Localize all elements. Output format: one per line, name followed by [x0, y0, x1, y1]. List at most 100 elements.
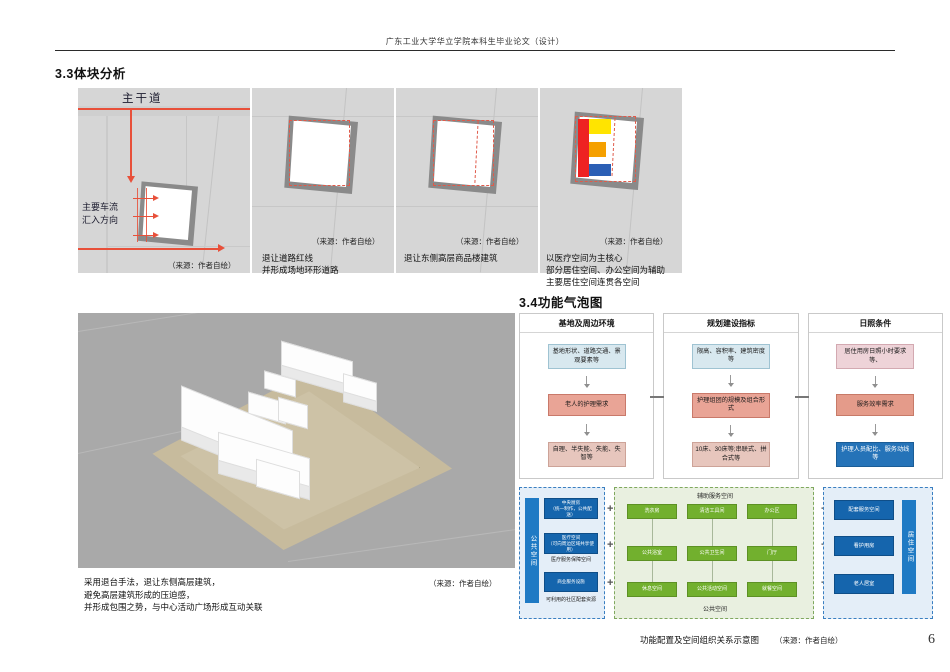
flow-box: 护理人员配比、服务动线等	[836, 441, 915, 467]
header-divider	[55, 50, 895, 51]
road-arrow-top	[78, 108, 250, 110]
page-number: 6	[928, 632, 935, 647]
plus-icon: +	[607, 503, 614, 515]
bubble-box-public-toilet: 公共卫生间	[687, 546, 737, 561]
bubble-box-rest-space: 休息空间	[627, 582, 677, 597]
bubble-box-nursing-room: 看护用房	[834, 536, 894, 556]
flow-link-2	[795, 396, 809, 398]
building-footprint-inner	[433, 120, 495, 187]
flow-link-1	[650, 396, 664, 398]
bubble-zone-auxiliary-service: 辅助服务空间 公共空间 洗衣房 清洁工具间 办公区 公共浴室 公共卫生间 门厅 …	[614, 487, 814, 619]
zone-label-auxiliary: 辅助服务空间	[696, 494, 733, 500]
flow-column-body: 基地形状、道路交通、景观要素等 老人的护理需求 自理、半失能、失能、失智等	[520, 333, 653, 478]
function-bubble-diagram: 公共空间 中央厨房 （统一制作，公共配送） 医疗空间 （可向周边区域共享使用） …	[519, 487, 943, 619]
block-medical-blue	[589, 164, 611, 176]
inflow-arrow-3	[133, 235, 155, 237]
source-note-diagram-3: （来源：作者自绘）	[456, 237, 524, 246]
bubble-box-dining: 就餐空间	[747, 582, 797, 597]
source-note-diagram-2: （来源：作者自绘）	[312, 237, 380, 246]
arrowhead-inflow-3	[153, 232, 159, 238]
bubble-connector	[652, 561, 653, 582]
diagram-function-core: （来源：作者自绘）	[540, 88, 682, 273]
flow-box: 限高、容积率、建筑密度等	[691, 343, 770, 369]
arrowhead-inflow-2	[153, 213, 159, 219]
sublabel-medical-support: 医疗服务保障空间	[550, 557, 591, 563]
bubble-connector	[652, 519, 653, 546]
bubble-box-support-service: 配套服务空间	[834, 500, 894, 520]
massing-render-3d	[78, 313, 515, 568]
block-support-orange	[589, 142, 606, 157]
bubble-zone-residential: 配套服务空间 看护用房 老人居室 居住空间	[823, 487, 933, 619]
caption-massing-render: 采用退台手法，退让东侧高层建筑， 避免高层建筑形成的压迫感， 并形成包围之势，与…	[84, 577, 263, 612]
inflow-arrow-2	[133, 216, 155, 218]
flow-box: 基地形状、道路交通、景观要素等	[547, 344, 626, 370]
plot-line-bottom	[252, 206, 394, 207]
terrain-line-3	[287, 528, 515, 562]
diagram-setback-east-highrise: （来源：作者自绘）	[396, 88, 540, 273]
block-analysis-strip: 主干道 主要车流 汇入方向 （来源：作者自绘） （来源：作者自绘） （来源：作	[78, 88, 818, 273]
zone-label-public-space: 公共空间	[525, 498, 539, 603]
sublabel-community-resources: 可利用的社区配套资源	[545, 597, 596, 603]
plot-line-bottom	[396, 206, 538, 207]
section-title-33: 3.3体块分析	[55, 67, 126, 81]
inflow-arrow-1	[133, 198, 155, 200]
flow-connector-arrow	[727, 375, 734, 388]
flow-column-planning: 规划建设指标 限高、容积率、建筑密度等 护理组团的规模及组合形式 10床、30床…	[663, 313, 799, 479]
bubble-box-cleaning-tools: 清洁工具间	[687, 504, 737, 519]
source-note-diagram-1: （来源：作者自绘）	[168, 261, 236, 270]
flow-connector-arrow	[872, 376, 879, 389]
arrowhead-inflow-1	[153, 195, 159, 201]
caption-diagram-2: 退让道路红线 并形成场地环形道路	[262, 253, 339, 275]
building-footprint-inner	[142, 186, 192, 240]
block-office-yellow	[589, 119, 611, 134]
bubble-connector	[772, 561, 773, 582]
flow-box: 自理、半失能、失能、失智等	[547, 441, 626, 467]
zone-label-residential-space: 居住空间	[902, 500, 916, 594]
bubble-box-public-activity: 公共活动空间	[687, 582, 737, 597]
flow-connector-arrow	[727, 424, 734, 437]
bubble-box-laundry: 洗衣房	[627, 504, 677, 519]
bubble-zone-public-service: 公共空间 中央厨房 （统一制作，公共配送） 医疗空间 （可向周边区域共享使用） …	[519, 487, 605, 619]
red-line-setback-dash	[433, 120, 494, 186]
arrowhead-vertical	[127, 176, 135, 183]
bubble-box-lobby: 门厅	[747, 546, 797, 561]
plot-edge-mid	[186, 116, 187, 216]
flow-connector-arrow	[872, 423, 879, 436]
flow-column-site: 基地及周边环境 基地形状、道路交通、景观要素等 老人的护理需求 自理、半失能、失…	[519, 313, 655, 479]
flow-column-body: 居住用房日照小时要求等、 服务效率需求 护理人员配比、服务动线等	[809, 333, 942, 478]
plus-icon: +	[607, 577, 614, 589]
source-note-render: （来源：作者自绘）	[429, 579, 497, 588]
red-line-setback-dash	[289, 120, 350, 186]
flow-column-header: 日照条件	[808, 314, 942, 333]
building-footprint-inner	[289, 120, 351, 187]
flow-connector-arrow	[583, 423, 590, 436]
red-line-setback-dash	[575, 116, 636, 182]
label-main-road: 主干道	[122, 93, 163, 105]
bubble-box-public-bath: 公共浴室	[627, 546, 677, 561]
plot-edge-bottom	[106, 246, 250, 247]
flow-box: 服务效率需求	[836, 394, 915, 417]
bubble-box-commercial: 商业服务设施	[544, 572, 598, 592]
diagram-traffic-analysis: 主干道 主要车流 汇入方向 （来源：作者自绘）	[78, 88, 252, 273]
flow-arrow-vertical	[130, 109, 132, 178]
source-note-diagram-4: （来源：作者自绘）	[600, 237, 668, 246]
figure-source: （来源：作者自绘）	[775, 636, 843, 645]
inflow-bracket-2	[146, 188, 147, 242]
road-arrow-bottom	[78, 248, 220, 250]
road-band	[78, 106, 250, 116]
bubble-connector	[772, 519, 773, 546]
flow-box: 护理组团的规模及组合形式	[691, 392, 770, 418]
bubble-box-elderly-room: 老人居室	[834, 574, 894, 594]
terrain-line-1	[78, 313, 510, 332]
flow-column-header: 规划建设指标	[664, 314, 798, 333]
flow-box: 居住用房日照小时要求等、	[836, 344, 915, 370]
flow-column-body: 限高、容积率、建筑密度等 护理组团的规模及组合形式 10床、30床等;串联式、拼…	[664, 333, 797, 478]
flow-column-header: 基地及周边环境	[520, 314, 654, 333]
section-title-34: 3.4功能气泡图	[519, 296, 603, 310]
label-traffic-flow: 主要车流 汇入方向	[82, 202, 119, 225]
requirements-flowchart: 基地及周边环境 基地形状、道路交通、景观要素等 老人的护理需求 自理、半失能、失…	[519, 313, 943, 479]
flow-connector-arrow	[583, 376, 590, 389]
diagram-setback-red-line: （来源：作者自绘）	[252, 88, 396, 273]
bubble-box-office-area: 办公区	[747, 504, 797, 519]
